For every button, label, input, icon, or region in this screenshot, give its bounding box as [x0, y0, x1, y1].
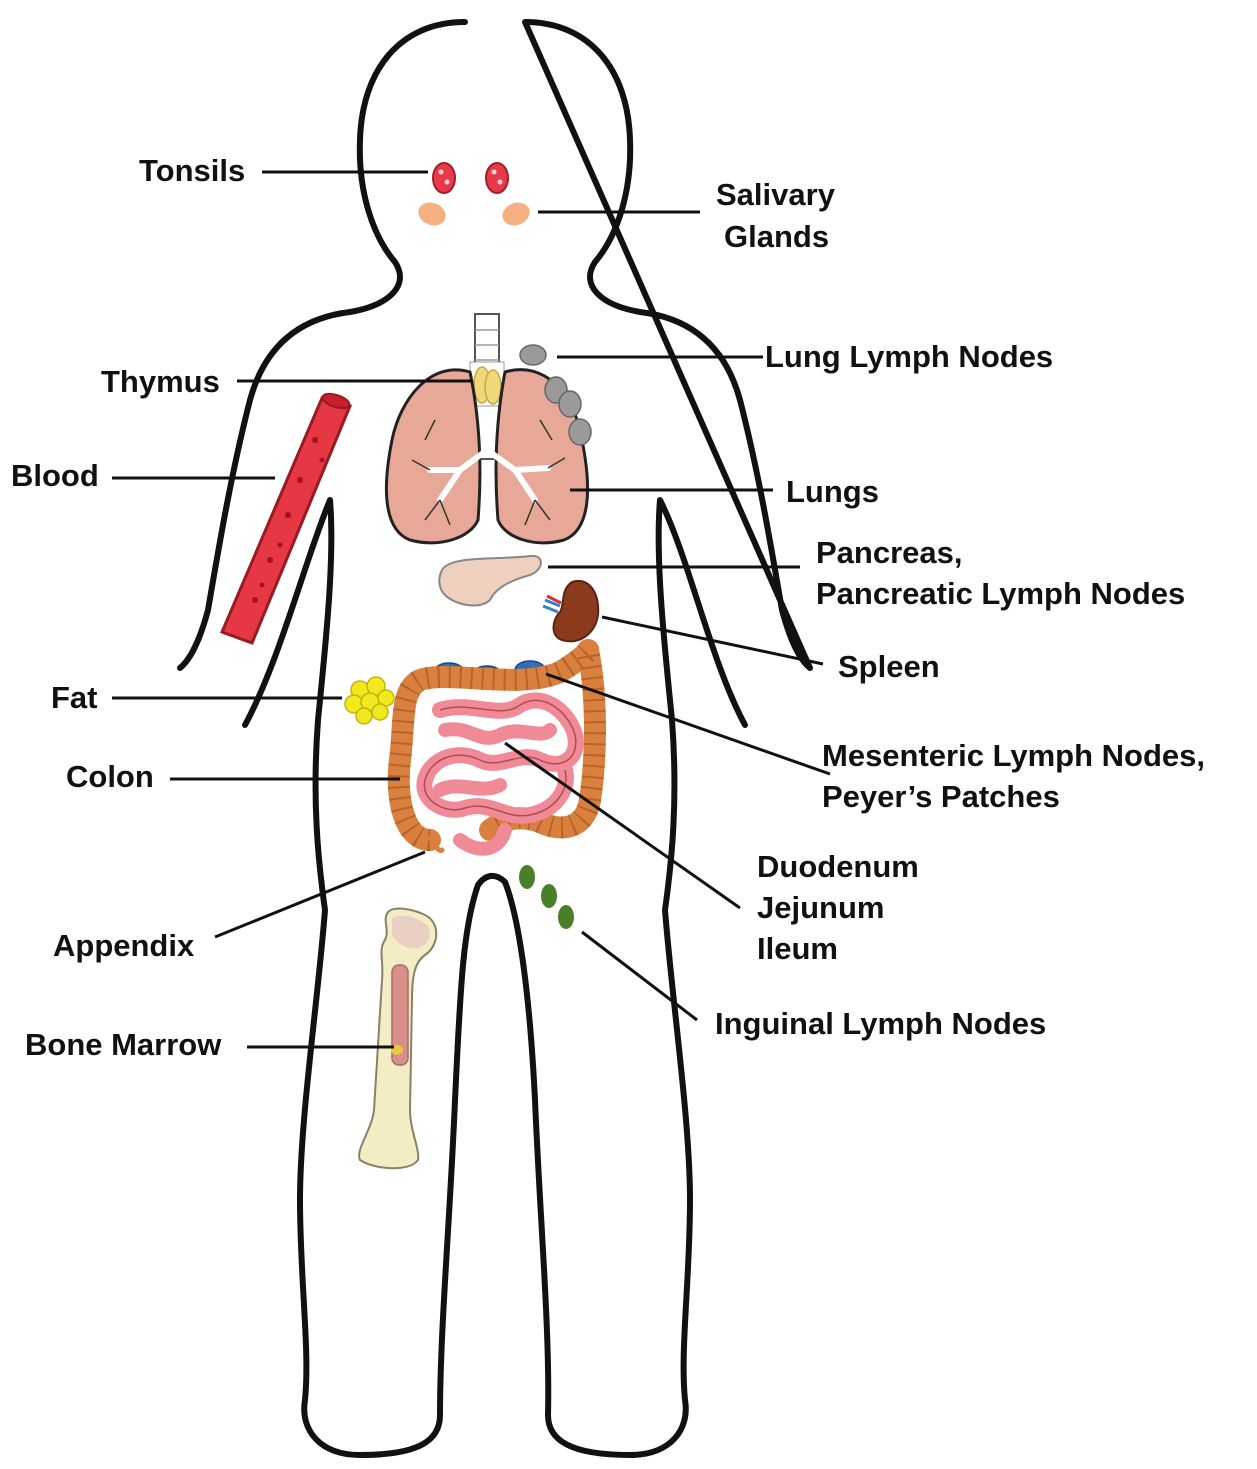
label-tonsils: Tonsils	[139, 150, 245, 192]
fat	[345, 677, 394, 724]
label-ileum: Ileum	[757, 928, 838, 970]
label-colon: Colon	[66, 756, 154, 798]
salivary-glands	[415, 199, 533, 229]
label-blood: Blood	[11, 455, 99, 497]
tonsils	[433, 163, 508, 193]
label-bone-marrow: Bone Marrow	[25, 1024, 221, 1066]
label-mesenteric-line1: Mesenteric Lymph Nodes,	[822, 735, 1205, 777]
femur	[359, 909, 436, 1169]
label-appendix: Appendix	[53, 925, 194, 967]
label-mesenteric-line2: Peyer’s Patches	[822, 776, 1060, 818]
label-lung-lymph-nodes: Lung Lymph Nodes	[765, 336, 1053, 378]
label-thymus: Thymus	[101, 361, 220, 403]
pancreas	[439, 556, 541, 606]
label-salivary-line1: Salivary	[716, 174, 835, 216]
spleen	[543, 581, 598, 641]
label-pancreas-line2: Pancreatic Lymph Nodes	[816, 573, 1185, 615]
label-inguinal: Inguinal Lymph Nodes	[715, 1003, 1046, 1045]
label-duodenum: Duodenum	[757, 846, 919, 888]
label-spleen: Spleen	[838, 646, 940, 688]
inguinal-lymph-nodes	[519, 865, 574, 929]
label-salivary-line2: Glands	[724, 216, 829, 258]
label-fat: Fat	[51, 677, 98, 719]
label-lungs: Lungs	[786, 471, 879, 513]
leader-inguinal	[582, 932, 697, 1020]
label-pancreas-line1: Pancreas,	[816, 532, 963, 574]
label-jejunum: Jejunum	[757, 887, 884, 929]
